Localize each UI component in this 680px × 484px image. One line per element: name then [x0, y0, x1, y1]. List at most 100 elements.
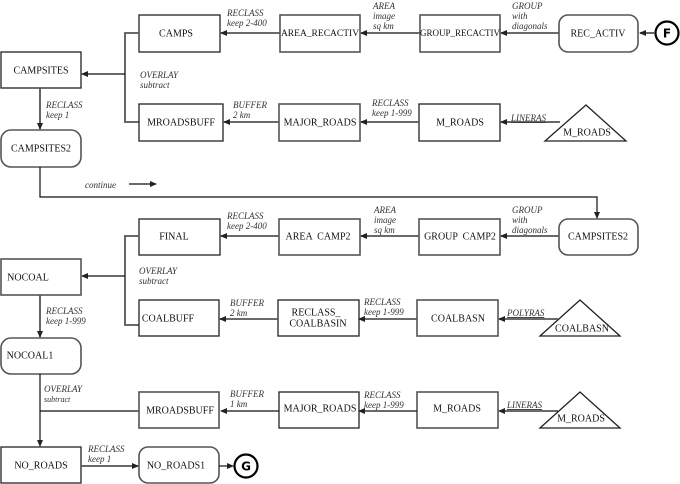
op-label: BUFFER — [230, 389, 264, 399]
overlay-bracket-1 — [124, 32, 139, 123]
op-label: RECLASS — [45, 100, 83, 110]
node-label: M_ROADS — [436, 117, 484, 128]
op-buffer-2: BUFFER 2 km — [230, 298, 264, 318]
op-reclass-final: RECLASS keep 2-400 — [226, 211, 267, 231]
node-label: REC_ACTIV — [571, 28, 627, 39]
node-label: GROUP CAMP2 — [424, 231, 496, 242]
op-label: OVERLAY — [140, 70, 179, 80]
node-campsites2: CAMPSITES2 — [0, 129, 82, 168]
op-overlay-3: OVERLAY subtract — [44, 384, 83, 404]
node-camps: CAMPS — [138, 14, 221, 53]
op-reclass-camps: RECLASS keep 2-400 — [226, 8, 267, 28]
node-label: NO_ROADS — [14, 460, 67, 471]
node-label: MROADSBUFF — [146, 405, 214, 416]
op-label: keep 1 — [88, 454, 111, 464]
node-label: GROUP_RECACTIV — [420, 28, 501, 38]
connector-f-label: F — [663, 27, 671, 41]
op-label: image — [374, 215, 396, 225]
op-label: 2 km — [230, 308, 248, 318]
op-label: image — [373, 11, 395, 21]
op-label: 1 km — [230, 399, 248, 409]
op-label: GROUP — [512, 205, 543, 215]
op-label: keep 1-999 — [372, 108, 412, 118]
node-no-roads: NO_ROADS — [0, 446, 82, 484]
op-label: with — [512, 11, 528, 21]
op-buffer-1: BUFFER 2 km — [233, 100, 267, 120]
connector-g: G — [233, 453, 259, 479]
node-label: AREA_RECACTIV — [281, 29, 359, 39]
node-group-recactiv: GROUP_RECACTIV — [419, 14, 501, 53]
op-group-1: GROUP with diagonals — [512, 1, 548, 31]
op-label: sq km — [374, 225, 395, 235]
op-label: RECLASS — [45, 306, 83, 316]
op-label: keep 1-999 — [364, 307, 404, 317]
op-overlay-1: OVERLAY subtract — [140, 70, 179, 90]
op-area-2: AREA image sq km — [373, 205, 396, 235]
node-major-roads-3: MAJOR_ROADS — [278, 391, 360, 429]
op-label: BUFFER — [230, 298, 264, 308]
op-label: OVERLAY — [44, 384, 83, 394]
node-campsites2-b: CAMPSITES2 — [558, 218, 639, 256]
node-label: M_ROADS — [557, 413, 605, 424]
node-group-camp2: GROUP CAMP2 — [418, 218, 501, 256]
node-coalbuff: COALBUFF — [138, 299, 220, 337]
node-label: RECLASS_ — [292, 307, 342, 318]
node-label: M_ROADS — [433, 403, 481, 414]
node-campsites: CAMPSITES — [0, 51, 82, 89]
edge-continue — [39, 167, 600, 219]
node-label: MAJOR_ROADS — [284, 117, 357, 128]
op-lineras-1: LINERAS — [510, 113, 546, 123]
node-no-roads1: NO_ROADS1 — [138, 446, 220, 484]
node-m-roads-1: M_ROADS — [418, 103, 501, 142]
op-label: GROUP — [512, 1, 543, 11]
op-label: 2 km — [233, 110, 251, 120]
op-reclass-roads-1: RECLASS keep 1-999 — [371, 98, 412, 118]
op-label: OVERLAY — [139, 266, 178, 276]
op-label: subtract — [140, 80, 170, 90]
node-mroadsbuff-3: MROADSBUFF — [138, 391, 220, 429]
op-label: BUFFER — [233, 100, 267, 110]
op-buffer-3: BUFFER 1 km — [230, 389, 264, 409]
op-label: AREA — [372, 1, 395, 11]
overlay-bracket-2 — [124, 235, 139, 326]
node-major-roads-1: MAJOR_ROADS — [278, 103, 361, 142]
node-rec-activ: REC_ACTIV — [558, 14, 639, 53]
node-coalbasn: COALBASN — [416, 299, 499, 337]
node-reclass-coalbasin: RECLASS_ COALBASIN — [277, 299, 360, 337]
op-label: AREA — [373, 205, 396, 215]
op-label: LINERAS — [510, 113, 546, 123]
op-label: keep 1 — [46, 110, 69, 120]
node-label: CAMPS — [159, 28, 193, 39]
op-label: subtract — [139, 276, 169, 286]
op-label: LINERAS — [506, 400, 542, 410]
op-reclass-roads-3: RECLASS keep 1-999 — [363, 390, 404, 410]
op-label: RECLASS — [371, 98, 409, 108]
op-label: with — [512, 215, 528, 225]
op-label: RECLASS — [226, 211, 264, 221]
node-final: FINAL — [138, 218, 221, 256]
op-area-1: AREA image sq km — [372, 1, 395, 31]
node-label: CAMPSITES2 — [11, 143, 71, 154]
node-nocoal1: NOCOAL1 — [0, 337, 82, 375]
connector-f: F — [654, 20, 680, 46]
node-label: COALBASN — [431, 313, 485, 324]
node-coalbasn-vector: COALBASN — [538, 299, 622, 337]
node-nocoal: NOCOAL — [0, 258, 82, 296]
op-label: RECLASS — [363, 390, 401, 400]
node-label: COALBUFF — [142, 313, 195, 324]
node-label: NOCOAL — [7, 272, 49, 283]
op-label: keep 2-400 — [227, 221, 267, 231]
node-label: COALBASN — [555, 323, 609, 334]
node-m-roads-3: M_ROADS — [416, 391, 499, 429]
op-polyras: POLYRAS — [506, 308, 545, 318]
op-label: RECLASS — [226, 8, 264, 18]
connector-g-label: G — [241, 460, 251, 474]
op-overlay-2: OVERLAY subtract — [139, 266, 178, 286]
op-label: RECLASS — [363, 297, 401, 307]
node-label: MAJOR_ROADS — [284, 403, 357, 414]
node-area-recactiv: AREA_RECACTIV — [279, 14, 361, 53]
op-label: RECLASS — [87, 444, 125, 454]
node-mroadsbuff-1: MROADSBUFF — [138, 103, 224, 142]
op-group-2: GROUP with diagonals — [512, 205, 548, 235]
